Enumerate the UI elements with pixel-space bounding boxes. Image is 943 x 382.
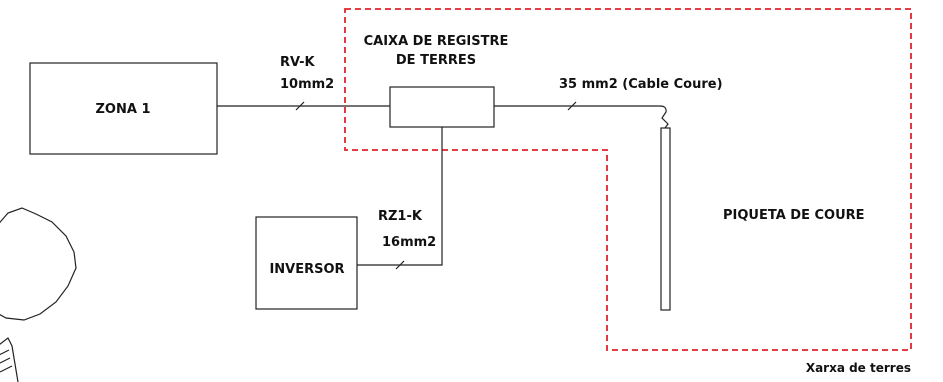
- rvk-wire-tick: [295, 101, 305, 111]
- piqueta-label: PIQUETA DE COURE: [723, 208, 865, 223]
- rz1k-wire: [357, 127, 443, 266]
- tree-outline-icon: [0, 207, 77, 321]
- rz1k-wire-tick: [395, 260, 405, 270]
- copper-cable-label: 35 mm2 (Cable Coure): [559, 77, 723, 92]
- inverter-box: [255, 216, 358, 310]
- copper-cable-tick: [567, 101, 577, 111]
- copper-ground-rod: [660, 127, 671, 311]
- zona-1-label: ZONA 1: [96, 102, 151, 117]
- rvk-label: RV-K: [280, 55, 316, 70]
- caixa-label-line2: DE TERRES: [396, 53, 476, 68]
- zona-1-box: [29, 62, 218, 155]
- earthing-network-boundary: [344, 8, 912, 351]
- inverter-label: INVERSOR: [269, 262, 344, 277]
- hatched-object-icon: [0, 337, 19, 382]
- earth-registry-box: [389, 86, 495, 128]
- caixa-label-line1: CAIXA DE REGISTRE: [364, 34, 509, 49]
- rz1k-size-label: 16mm2: [382, 235, 436, 250]
- earthing-network-caption: Xarxa de terres: [806, 361, 911, 375]
- rz1k-label: RZ1-K: [378, 209, 423, 224]
- copper-cable-wire: [494, 105, 669, 129]
- rvk-size-label: 10mm2: [280, 77, 334, 92]
